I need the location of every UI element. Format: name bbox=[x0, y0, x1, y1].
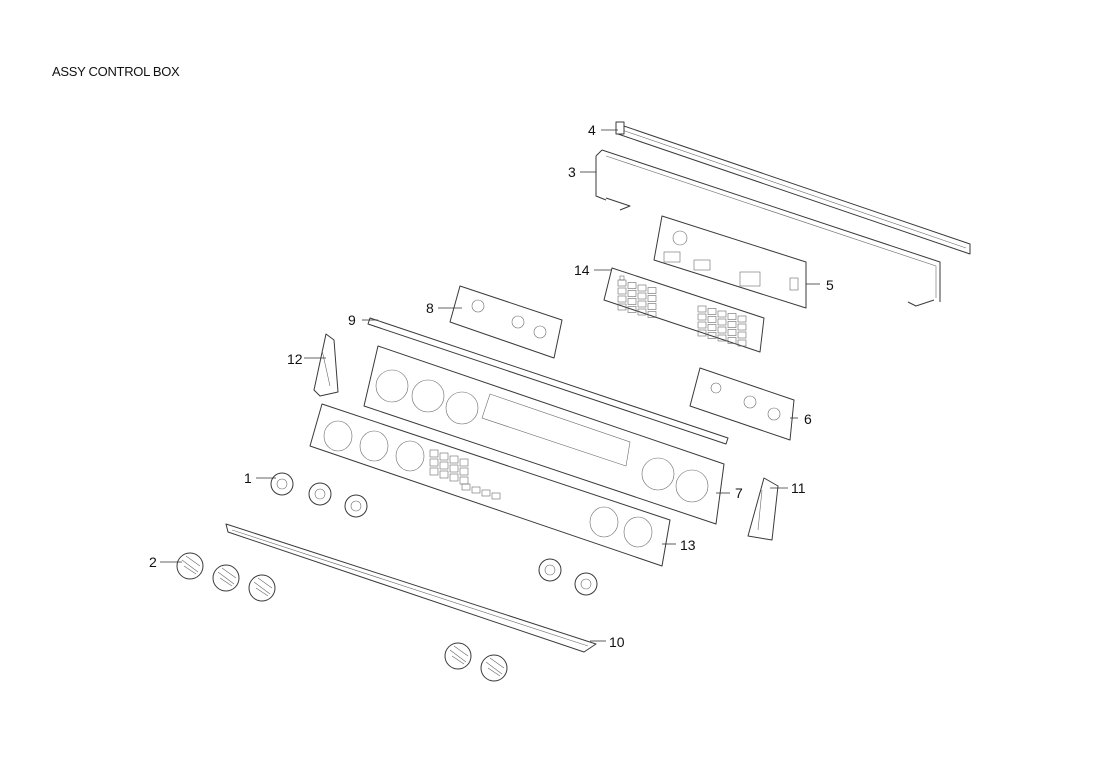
knob-bezel bbox=[538, 558, 562, 582]
diagram-title: ASSY CONTROL BOX bbox=[52, 64, 180, 79]
key-outline bbox=[637, 292, 647, 300]
part-9-strip bbox=[367, 317, 729, 445]
key-outline bbox=[717, 318, 727, 326]
callout-7: 7 bbox=[735, 485, 743, 501]
key-outline bbox=[727, 329, 737, 336]
part-12-side-bracket bbox=[313, 333, 339, 397]
callout-labels: 1 2 3 4 5 6 7 8 9 10 11 12 13 14 bbox=[149, 122, 834, 650]
key-outline bbox=[637, 300, 647, 308]
part-5-rear-cover bbox=[653, 215, 807, 309]
key-outline bbox=[697, 329, 707, 337]
key-outline bbox=[449, 473, 459, 482]
callout-10: 10 bbox=[609, 634, 625, 650]
callout-9: 9 bbox=[348, 312, 356, 328]
key-outline bbox=[459, 467, 469, 476]
key-outline bbox=[429, 458, 439, 467]
key-outline bbox=[707, 316, 717, 323]
key-outline bbox=[449, 455, 459, 464]
key-outline bbox=[737, 339, 747, 347]
key-outline bbox=[627, 298, 637, 305]
key-outline bbox=[697, 305, 707, 313]
key-outline bbox=[429, 467, 439, 476]
callout-13: 13 bbox=[680, 537, 696, 553]
key-outline bbox=[717, 310, 727, 318]
callout-6: 6 bbox=[804, 411, 812, 427]
key-outline bbox=[737, 331, 747, 339]
part-7-panel-frame bbox=[363, 345, 725, 525]
part-1-knob-bezels bbox=[270, 472, 598, 596]
callout-2: 2 bbox=[149, 554, 157, 570]
key-outline bbox=[627, 290, 637, 297]
part-13-front-panel bbox=[309, 403, 671, 567]
leader-lines bbox=[160, 129, 820, 642]
part-10-trim-bar bbox=[225, 523, 597, 653]
key-outline bbox=[727, 321, 737, 328]
key-outline bbox=[647, 295, 657, 302]
part-2-knobs bbox=[176, 552, 508, 682]
key-outline bbox=[647, 287, 657, 294]
part-4-top-rail bbox=[615, 121, 971, 255]
key-outline bbox=[697, 313, 707, 321]
key-outline bbox=[617, 295, 627, 303]
key-outline bbox=[637, 308, 647, 316]
key-outline bbox=[459, 458, 469, 467]
key-outline bbox=[707, 324, 717, 331]
knob bbox=[480, 654, 508, 682]
key-outline bbox=[439, 470, 449, 479]
key-outline bbox=[617, 303, 627, 311]
key-outline bbox=[491, 492, 501, 500]
callout-1: 1 bbox=[244, 470, 252, 486]
key-outline bbox=[471, 486, 481, 494]
key-outline bbox=[627, 306, 637, 313]
knob-bezel bbox=[344, 494, 368, 518]
key-outline bbox=[439, 452, 449, 461]
key-outline bbox=[647, 303, 657, 310]
key-outline bbox=[717, 326, 727, 334]
key-outline bbox=[429, 449, 439, 458]
key-outline bbox=[647, 311, 657, 318]
key-outline bbox=[717, 334, 727, 342]
key-outline bbox=[461, 483, 471, 491]
callout-4: 4 bbox=[588, 122, 596, 138]
key-outline bbox=[727, 337, 737, 344]
key-outline bbox=[617, 287, 627, 295]
key-outline bbox=[481, 489, 491, 497]
key-outline bbox=[707, 308, 717, 315]
key-outline bbox=[627, 282, 637, 289]
knob-bezel bbox=[574, 572, 598, 596]
key-outline bbox=[727, 313, 737, 320]
key-outline bbox=[707, 332, 717, 339]
key-outline bbox=[449, 464, 459, 473]
knob-bezel bbox=[270, 472, 294, 496]
part-3-frame bbox=[595, 149, 941, 307]
part-6-bracket bbox=[689, 367, 795, 441]
key-outline bbox=[637, 284, 647, 292]
knob bbox=[444, 642, 472, 670]
knob-bezel bbox=[308, 482, 332, 506]
key-outline bbox=[697, 321, 707, 329]
callout-5: 5 bbox=[826, 277, 834, 293]
callout-3: 3 bbox=[568, 164, 576, 180]
part-8-bracket bbox=[449, 285, 563, 359]
part-14-display-board bbox=[603, 267, 765, 353]
key-outline bbox=[737, 315, 747, 323]
callout-12: 12 bbox=[287, 351, 303, 367]
callout-8: 8 bbox=[426, 300, 434, 316]
knob bbox=[176, 552, 204, 580]
part-11-side-bracket bbox=[747, 477, 779, 541]
knob bbox=[248, 574, 276, 602]
callout-11: 11 bbox=[791, 480, 806, 496]
callout-14: 14 bbox=[574, 262, 590, 278]
knob bbox=[212, 564, 240, 592]
key-outline bbox=[737, 323, 747, 331]
key-outline bbox=[439, 461, 449, 470]
